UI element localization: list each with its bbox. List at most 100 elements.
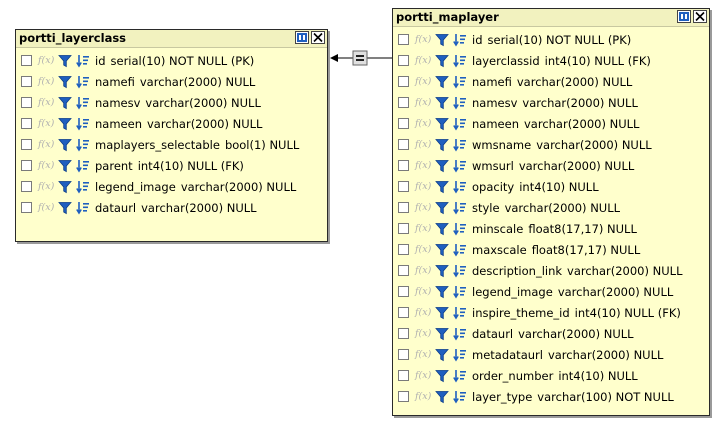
column-checkbox[interactable] — [21, 55, 32, 66]
column-checkbox[interactable] — [398, 391, 409, 402]
function-icon[interactable]: f(x) — [38, 181, 55, 192]
sort-icon[interactable] — [453, 180, 467, 194]
column-checkbox[interactable] — [398, 139, 409, 150]
sort-icon[interactable] — [76, 117, 90, 131]
filter-icon[interactable] — [58, 117, 72, 131]
column-checkbox[interactable] — [398, 181, 409, 192]
function-icon[interactable]: f(x) — [415, 370, 432, 381]
function-icon[interactable]: f(x) — [38, 202, 55, 213]
column-checkbox[interactable] — [398, 370, 409, 381]
layout-icon[interactable] — [677, 10, 691, 23]
function-icon[interactable]: f(x) — [415, 55, 432, 66]
layout-icon[interactable] — [295, 31, 309, 44]
filter-icon[interactable] — [435, 222, 449, 236]
sort-icon[interactable] — [453, 348, 467, 362]
filter-icon[interactable] — [435, 180, 449, 194]
function-icon[interactable]: f(x) — [415, 202, 432, 213]
sort-icon[interactable] — [76, 180, 90, 194]
filter-icon[interactable] — [435, 243, 449, 257]
column-checkbox[interactable] — [398, 349, 409, 360]
sort-icon[interactable] — [453, 96, 467, 110]
function-icon[interactable]: f(x) — [415, 307, 432, 318]
filter-icon[interactable] — [435, 54, 449, 68]
function-icon[interactable]: f(x) — [415, 160, 432, 171]
column-checkbox[interactable] — [398, 76, 409, 87]
column-checkbox[interactable] — [398, 97, 409, 108]
filter-icon[interactable] — [58, 180, 72, 194]
filter-icon[interactable] — [435, 96, 449, 110]
column-checkbox[interactable] — [398, 55, 409, 66]
column-checkbox[interactable] — [21, 97, 32, 108]
filter-icon[interactable] — [435, 33, 449, 47]
column-checkbox[interactable] — [398, 118, 409, 129]
filter-icon[interactable] — [58, 96, 72, 110]
filter-icon[interactable] — [435, 369, 449, 383]
filter-icon[interactable] — [435, 201, 449, 215]
filter-icon[interactable] — [58, 75, 72, 89]
sort-icon[interactable] — [76, 201, 90, 215]
function-icon[interactable]: f(x) — [415, 349, 432, 360]
table-header[interactable]: portti_layerclass — [16, 30, 327, 48]
sort-icon[interactable] — [453, 75, 467, 89]
sort-icon[interactable] — [453, 243, 467, 257]
relationship-icon[interactable] — [352, 50, 368, 66]
column-checkbox[interactable] — [398, 202, 409, 213]
filter-icon[interactable] — [435, 327, 449, 341]
filter-icon[interactable] — [435, 159, 449, 173]
column-checkbox[interactable] — [398, 265, 409, 276]
function-icon[interactable]: f(x) — [415, 244, 432, 255]
function-icon[interactable]: f(x) — [415, 328, 432, 339]
sort-icon[interactable] — [76, 96, 90, 110]
function-icon[interactable]: f(x) — [415, 223, 432, 234]
sort-icon[interactable] — [76, 75, 90, 89]
column-checkbox[interactable] — [21, 202, 32, 213]
filter-icon[interactable] — [58, 54, 72, 68]
function-icon[interactable]: f(x) — [415, 97, 432, 108]
column-checkbox[interactable] — [398, 307, 409, 318]
filter-icon[interactable] — [435, 285, 449, 299]
sort-icon[interactable] — [453, 117, 467, 131]
filter-icon[interactable] — [435, 390, 449, 404]
sort-icon[interactable] — [76, 159, 90, 173]
function-icon[interactable]: f(x) — [38, 118, 55, 129]
sort-icon[interactable] — [453, 390, 467, 404]
sort-icon[interactable] — [76, 54, 90, 68]
column-checkbox[interactable] — [21, 139, 32, 150]
close-icon[interactable] — [693, 10, 707, 23]
sort-icon[interactable] — [453, 222, 467, 236]
function-icon[interactable]: f(x) — [38, 55, 55, 66]
function-icon[interactable]: f(x) — [415, 265, 432, 276]
filter-icon[interactable] — [58, 138, 72, 152]
sort-icon[interactable] — [453, 201, 467, 215]
function-icon[interactable]: f(x) — [415, 181, 432, 192]
column-checkbox[interactable] — [21, 181, 32, 192]
close-icon[interactable] — [311, 31, 325, 44]
function-icon[interactable]: f(x) — [38, 139, 55, 150]
column-checkbox[interactable] — [398, 160, 409, 171]
function-icon[interactable]: f(x) — [415, 391, 432, 402]
filter-icon[interactable] — [435, 117, 449, 131]
filter-icon[interactable] — [435, 306, 449, 320]
sort-icon[interactable] — [453, 138, 467, 152]
column-checkbox[interactable] — [398, 34, 409, 45]
filter-icon[interactable] — [58, 201, 72, 215]
